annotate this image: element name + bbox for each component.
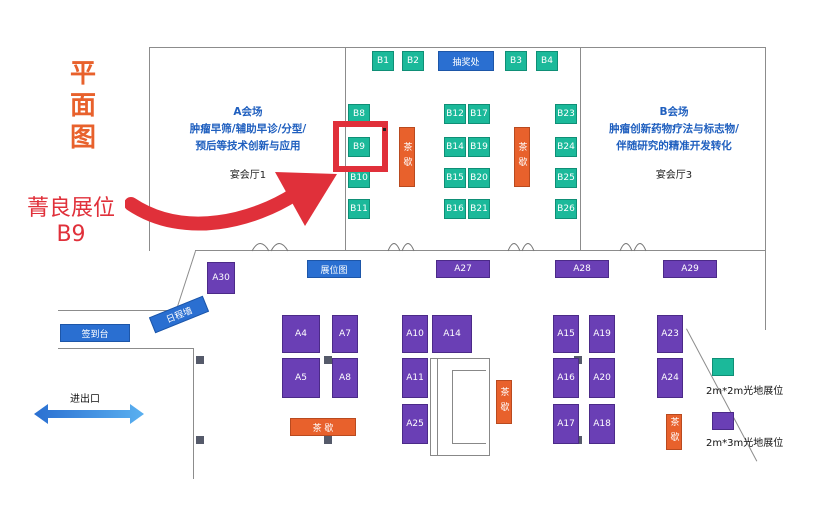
booth-a23[interactable]: A23 — [657, 315, 683, 353]
booth-a27[interactable]: A27 — [436, 260, 490, 278]
booth-a28[interactable]: A28 — [555, 260, 609, 278]
plan-title: 平 面 图 — [66, 58, 100, 154]
hall-a-topic-2: 预后等技术创新与应用 — [195, 140, 301, 152]
callout-label: 菁良展位 B9 — [8, 196, 134, 248]
door-icon — [387, 243, 415, 252]
pillar — [324, 436, 332, 444]
booth-a15[interactable]: A15 — [553, 315, 579, 353]
lobby-lower-wall — [58, 348, 193, 349]
hall-a-title: A会场 肿瘤早筛/辅助早诊/分型/ 预后等技术创新与应用 — [152, 104, 344, 155]
door-icon — [619, 243, 647, 252]
booth-a16[interactable]: A16 — [553, 358, 579, 398]
booth-a17[interactable]: A17 — [553, 404, 579, 444]
plan-title-char-1: 平 — [69, 59, 96, 89]
legend-green-swatch — [712, 358, 734, 376]
hall-b-title: B会场 肿瘤创新药物疗法与标志物/ 伴随研究的精准开发转化 — [582, 104, 766, 155]
display-frame-inner — [452, 370, 486, 444]
booth-b17[interactable]: B17 — [468, 104, 490, 124]
booth-b1[interactable]: B1 — [372, 51, 394, 71]
lottery-desk[interactable]: 抽奖处 — [438, 51, 494, 71]
tea-break-area[interactable]: 茶 歇 — [290, 418, 356, 436]
booth-a14[interactable]: A14 — [432, 315, 472, 353]
marker-dot — [383, 128, 386, 131]
booth-a18[interactable]: A18 — [589, 404, 615, 444]
booth-b26[interactable]: B26 — [555, 199, 577, 219]
booth-a8[interactable]: A8 — [332, 358, 358, 398]
booth-b21[interactable]: B21 — [468, 199, 490, 219]
tea-break-label: 茶歇 — [498, 387, 509, 417]
lobby-upper-wall — [58, 310, 176, 311]
tea-break-label: 茶歇 — [668, 417, 679, 447]
center-hall-outline — [345, 47, 581, 251]
plan-title-char-3: 图 — [69, 123, 96, 153]
door-icon — [251, 243, 289, 252]
booth-b3[interactable]: B3 — [505, 51, 527, 71]
hall-a-name: A会场 — [233, 106, 263, 118]
booth-b12[interactable]: B12 — [444, 104, 466, 124]
lobby-mid-wall — [193, 348, 194, 479]
callout-arrow-icon — [125, 172, 337, 231]
booth-a24[interactable]: A24 — [657, 358, 683, 398]
booth-b14[interactable]: B14 — [444, 137, 466, 157]
pillar — [196, 356, 204, 364]
booth-a7[interactable]: A7 — [332, 315, 358, 353]
hall-bottom-wall — [195, 250, 766, 251]
pillar — [324, 356, 332, 364]
tea-break-area[interactable]: 茶歇 — [666, 414, 682, 450]
booth-a5[interactable]: A5 — [282, 358, 320, 398]
entrance-label: 进出口 — [70, 394, 100, 405]
booth-b24[interactable]: B24 — [555, 137, 577, 157]
booth-b20[interactable]: B20 — [468, 168, 490, 188]
booth-a19[interactable]: A19 — [589, 315, 615, 353]
hall-b-name: B会场 — [659, 106, 689, 118]
booth-b9[interactable]: B9 — [348, 137, 370, 157]
hall-b-topic-1: 肿瘤创新药物疗法与标志物/ — [609, 123, 739, 135]
plan-title-char-2: 面 — [69, 91, 96, 121]
hall-a-outline — [149, 47, 346, 251]
callout-booth: B9 — [56, 222, 86, 247]
tea-break-area[interactable]: 茶歇 — [514, 127, 530, 187]
booth-b11[interactable]: B11 — [348, 199, 370, 219]
booth-b4[interactable]: B4 — [536, 51, 558, 71]
booth-b16[interactable]: B16 — [444, 199, 466, 219]
b9-highlight-box — [333, 121, 388, 172]
display-frame — [430, 358, 490, 456]
booth-a11[interactable]: A11 — [402, 358, 428, 398]
right-outer-wall — [765, 250, 766, 330]
tea-break-area[interactable]: 茶歇 — [496, 380, 512, 424]
hall-a-topic-1: 肿瘤早筛/辅助早诊/分型/ — [189, 123, 307, 135]
hall-b-outline — [580, 47, 766, 251]
pillar — [196, 436, 204, 444]
hall-b-room: 宴会厅3 — [655, 170, 693, 181]
booth-a20[interactable]: A20 — [589, 358, 615, 398]
hall-b-topic-2: 伴随研究的精准开发转化 — [616, 140, 732, 152]
door-icon — [507, 243, 535, 252]
booth-b23[interactable]: B23 — [555, 104, 577, 124]
floorplan-board[interactable]: 展位图 — [307, 260, 361, 278]
legend-purple-label: 2m*3m光地展位 — [706, 438, 784, 449]
booth-a29[interactable]: A29 — [663, 260, 717, 278]
booth-a30[interactable]: A30 — [207, 262, 235, 294]
tea-break-area[interactable]: 茶歇 — [399, 127, 415, 187]
legend-green-label: 2m*2m光地展位 — [706, 386, 784, 397]
legend-purple-swatch — [712, 412, 734, 430]
booth-b19[interactable]: B19 — [468, 137, 490, 157]
booth-a10[interactable]: A10 — [402, 315, 428, 353]
hall-a-room: 宴会厅1 — [229, 170, 267, 181]
booth-a25[interactable]: A25 — [402, 404, 428, 444]
booth-a4[interactable]: A4 — [282, 315, 320, 353]
booth-b2[interactable]: B2 — [402, 51, 424, 71]
callout-company: 菁良展位 — [26, 196, 115, 221]
booth-b25[interactable]: B25 — [555, 168, 577, 188]
tea-break-label: 茶歇 — [401, 142, 412, 172]
double-arrow-icon — [34, 404, 144, 424]
booth-b15[interactable]: B15 — [444, 168, 466, 188]
checkin-desk[interactable]: 签到台 — [60, 324, 130, 342]
display-frame-left — [430, 358, 438, 456]
tea-break-label: 茶歇 — [516, 142, 527, 172]
